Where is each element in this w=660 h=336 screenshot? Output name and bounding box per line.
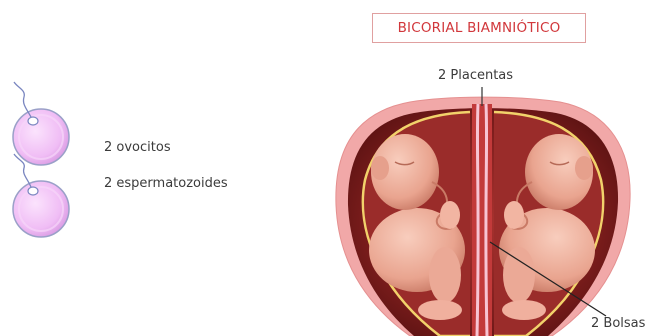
sperm-icon [28, 187, 38, 195]
diagram-title: BICORIAL BIAMNIÓTICO [372, 13, 586, 43]
label-espermatozoides: 2 espermatozoides [104, 176, 228, 191]
sperm-icon [28, 117, 38, 125]
label-ovocitos: 2 ovocitos [104, 140, 171, 155]
ovum-icon [13, 109, 69, 165]
ovum-2 [13, 154, 69, 237]
ovum-icon [13, 181, 69, 237]
label-bolsas: 2 Bolsas [591, 316, 645, 331]
uterus [336, 97, 630, 336]
placenta-divider [472, 104, 492, 336]
ovum-1 [13, 82, 69, 165]
label-placentas: 2 Placentas [438, 68, 513, 83]
